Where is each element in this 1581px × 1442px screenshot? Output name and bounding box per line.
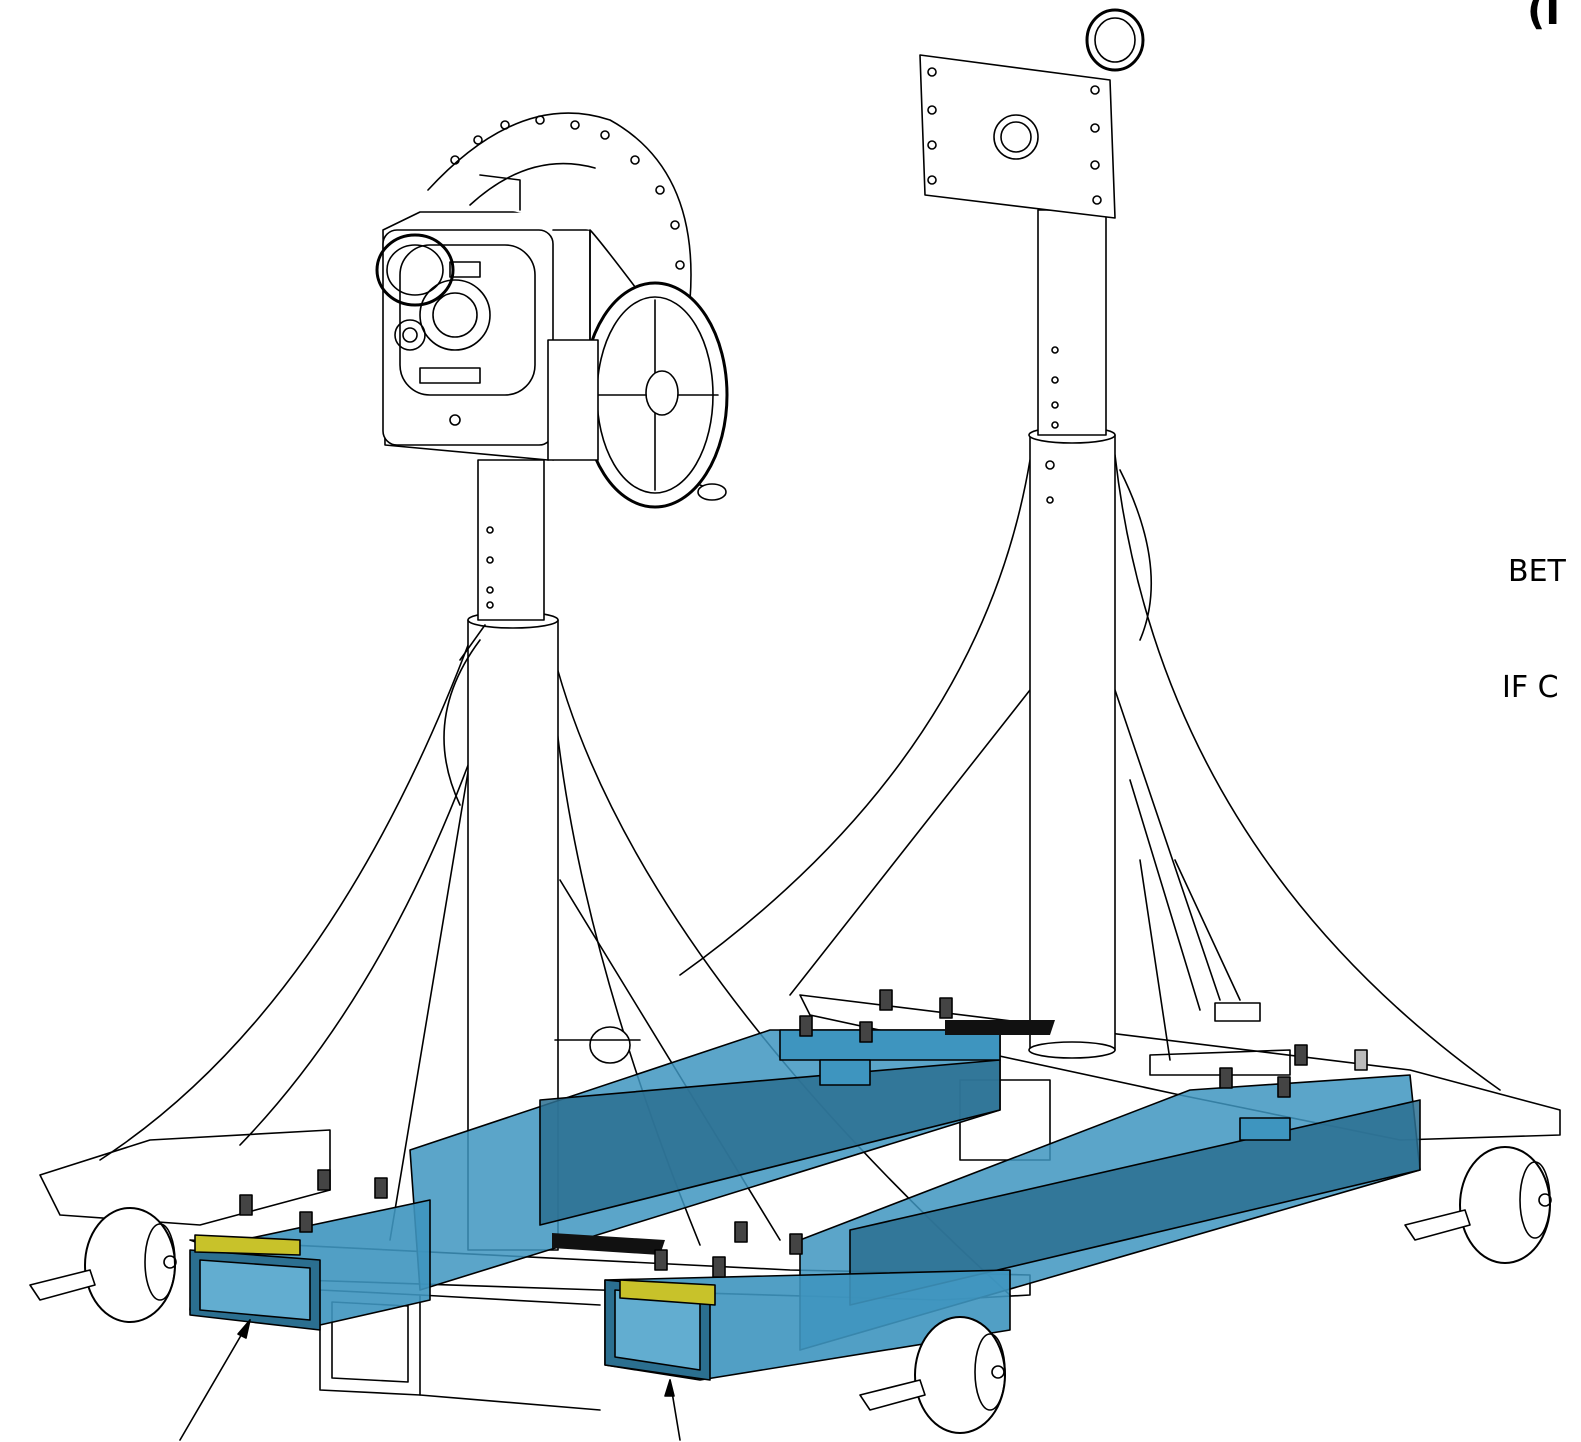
caster-wheel-icon <box>554 1026 641 1064</box>
bolts <box>239 989 1368 1278</box>
callout-text-bet: BET <box>1508 554 1566 589</box>
right-tower <box>679 8 1501 1091</box>
leader-arrow-icon <box>664 1379 681 1441</box>
callout-text-if: IF C <box>1502 670 1559 705</box>
caster-wheel-icon <box>1404 1146 1552 1264</box>
leader-arrow-icon <box>179 1319 251 1441</box>
lifting-ring-icon <box>375 233 455 307</box>
lifting-ring-icon <box>1085 8 1145 72</box>
caster-wheel-icon <box>859 1316 1006 1434</box>
highlighted-beams <box>189 1020 1421 1381</box>
caster-wheel-icon <box>29 1207 177 1323</box>
callout-text-top: (I <box>1527 0 1561 34</box>
handwheel-icon <box>581 281 729 509</box>
